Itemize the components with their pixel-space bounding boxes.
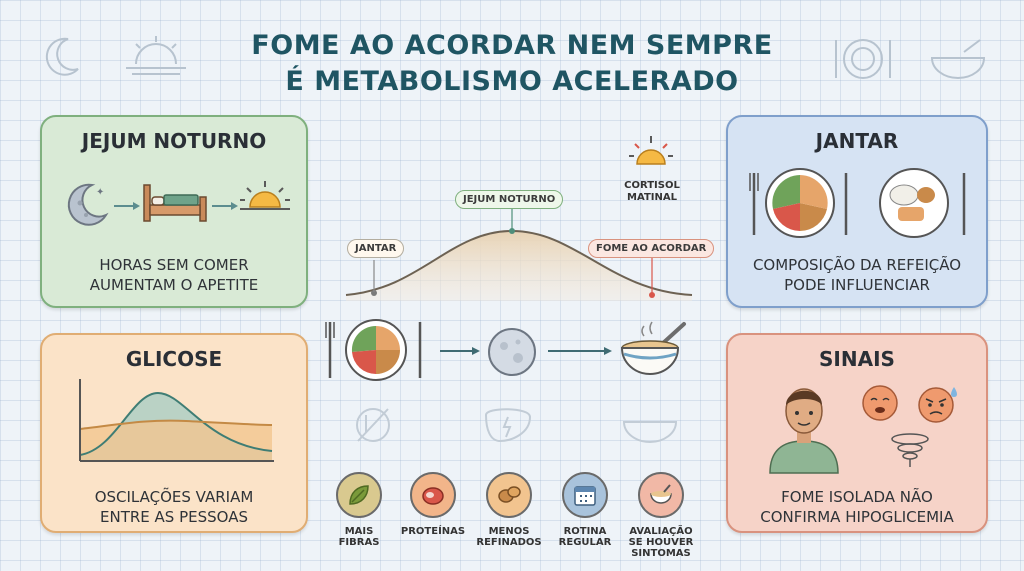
card-title: SINAIS bbox=[819, 347, 895, 371]
tip-label: PROTEÍNAS bbox=[400, 526, 466, 537]
timeline-label-fome: FOME AO ACORDAR bbox=[588, 239, 715, 258]
tired-face-icon bbox=[862, 385, 898, 421]
card-sinais: SINAIS FOME ISOLADA NÃO CONFIRMA HIPOGLI… bbox=[726, 333, 988, 533]
morning-sun-icon bbox=[629, 136, 673, 165]
card-text: COMPOSIÇÃO DA REFEIÇÃO PODE INFLUENCIAR bbox=[752, 256, 962, 294]
faint-bowl-icon bbox=[622, 421, 678, 443]
rice-plate-icon bbox=[879, 168, 966, 238]
timeline-connectors bbox=[373, 205, 653, 293]
timeline-label-cortisol: CORTISOL MATINAL bbox=[624, 180, 680, 203]
tip-badge bbox=[410, 472, 456, 518]
tip-badge bbox=[638, 472, 684, 518]
faint-no-food-icon bbox=[356, 408, 390, 442]
card-glicose: GLICOSE OSCILAÇÕES VARIAM ENTRE AS PESSO… bbox=[40, 333, 308, 533]
arrow-right-icon bbox=[212, 202, 238, 210]
arrow-right-icon bbox=[440, 347, 480, 355]
tip-badge bbox=[336, 472, 382, 518]
calendar-icon bbox=[574, 486, 596, 506]
bread-icon bbox=[498, 486, 521, 503]
leaf-icon bbox=[349, 485, 369, 505]
tip-badge bbox=[562, 472, 608, 518]
bowl-icon bbox=[650, 484, 672, 504]
arrow-right-icon bbox=[114, 202, 140, 210]
card-title: JANTAR bbox=[815, 129, 899, 153]
svg-text:✦: ✦ bbox=[96, 187, 104, 198]
veggie-plate-icon bbox=[749, 168, 848, 238]
card-title: JEJUM NOTURNO bbox=[81, 129, 267, 153]
meat-icon bbox=[422, 487, 444, 505]
page-title: FOME AO ACORDAR NEM SEMPRE É METABOLISMO… bbox=[251, 30, 773, 97]
glucose-curve-illustration bbox=[79, 379, 274, 462]
sunrise-icon bbox=[240, 181, 290, 210]
faint-moon-icon bbox=[45, 37, 79, 76]
faint-bowl-icon bbox=[930, 39, 986, 79]
card-text: OSCILAÇÕES VARIAM ENTRE AS PESSOAS bbox=[94, 488, 254, 526]
breakfast-bowl-icon bbox=[620, 321, 686, 375]
tip-badge bbox=[486, 472, 532, 518]
arrow-right-icon bbox=[548, 347, 612, 355]
faint-plate-icon bbox=[835, 39, 891, 79]
card-jejum-noturno: JEJUM NOTURNO ✦ HORAS SEM COMER AUMENTAM… bbox=[40, 115, 308, 308]
moon-icon: ✦ bbox=[67, 183, 109, 226]
bed-icon bbox=[143, 184, 207, 222]
dizzy-swirl-icon bbox=[891, 433, 929, 467]
faint-liver-icon bbox=[484, 408, 532, 443]
card-text: HORAS SEM COMER AUMENTAM O APETITE bbox=[89, 256, 259, 294]
moon-sphere-icon bbox=[488, 328, 536, 376]
card-jantar: JANTAR COMPOSIÇÃO DA REFEIÇÃO PODE INFLU… bbox=[726, 115, 988, 308]
timeline-label-jejum: JEJUM NOTURNO bbox=[455, 190, 564, 209]
person-icon bbox=[769, 388, 839, 474]
faint-sunrise-icon bbox=[126, 36, 186, 75]
card-title: GLICOSE bbox=[125, 347, 223, 371]
sweating-face-icon bbox=[918, 387, 957, 423]
timeline-label-jantar: JANTAR bbox=[347, 239, 405, 258]
card-text: FOME ISOLADA NÃO CONFIRMA HIPOGLICEMIA bbox=[760, 488, 954, 526]
dinner-plate-icon bbox=[325, 319, 422, 381]
